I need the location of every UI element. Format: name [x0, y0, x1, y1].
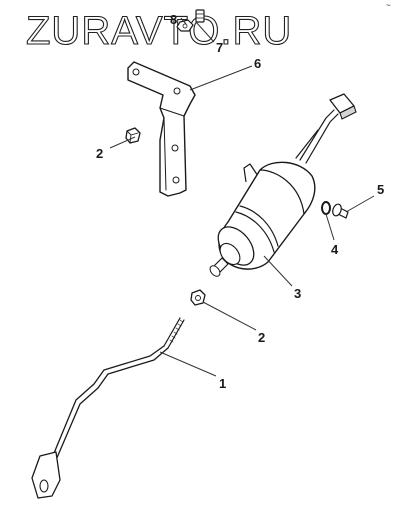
part-8-bolt — [195, 9, 205, 23]
callout-3: 3 — [294, 286, 301, 301]
callout-labels: 8 7 6 2 3 4 5 2 1 — [96, 12, 384, 391]
part-3-solenoid — [209, 93, 357, 277]
corner-mark: ~ — [386, 1, 391, 10]
callout-1: 1 — [219, 376, 226, 391]
callout-2-upper: 2 — [96, 146, 103, 161]
part-2-nut-lower — [190, 289, 206, 306]
callout-7: 7 — [216, 40, 223, 55]
callout-6: 6 — [254, 56, 261, 71]
part-2-nut-upper — [125, 127, 141, 144]
watermark-text: ZURAVTO.RU — [26, 9, 292, 53]
connector-plug — [329, 93, 357, 120]
part-7-nut — [176, 19, 194, 32]
part-5-bolt — [332, 203, 349, 219]
part-1-linkage-rod — [31, 317, 185, 499]
part-4-washer — [321, 201, 331, 215]
callout-4: 4 — [331, 242, 339, 257]
leader-lines — [109, 17, 375, 377]
part-6-bracket — [127, 61, 196, 197]
callout-8: 8 — [170, 12, 177, 27]
callout-5: 5 — [377, 182, 384, 197]
callout-2-lower: 2 — [258, 330, 265, 345]
